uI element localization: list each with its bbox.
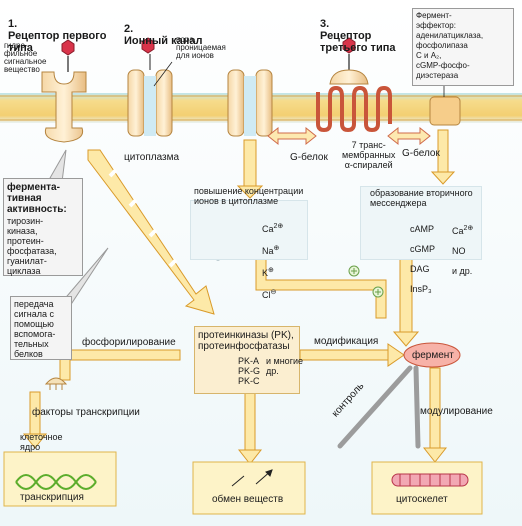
ion-increase-label: повышение концентрации ионов в цитоплазм… bbox=[194, 186, 304, 206]
receptor3-label: Рецептор третьего типа bbox=[320, 30, 396, 54]
metabolism-output-label: обмен веществ bbox=[212, 494, 284, 505]
ion-ca: Ca bbox=[262, 224, 274, 234]
transcription-factor-shape bbox=[44, 377, 68, 390]
channel-label: Ионный канал bbox=[124, 35, 203, 47]
plus-circle-icons bbox=[348, 265, 384, 298]
messenger-insp3: InsP₃ bbox=[410, 284, 432, 294]
transcription-output-label: транскрипция bbox=[20, 492, 84, 503]
messenger-list-right: Ca2⊕ NO и др. bbox=[452, 225, 474, 276]
output-boxes bbox=[3, 451, 483, 515]
effector-box bbox=[412, 8, 514, 86]
kinases-box bbox=[194, 326, 300, 394]
ions-list: Ca2⊕ Na⊕ K⊕ Cl⊖ bbox=[262, 223, 284, 300]
phosphorylation-label: фосфорилирование bbox=[82, 337, 176, 348]
adapter-label: передача сигнала с помощью вспомога- тел… bbox=[14, 299, 56, 359]
enzyme-activity-box bbox=[3, 178, 83, 276]
messenger-camp: cAMP bbox=[410, 224, 435, 234]
dna-icon bbox=[15, 474, 97, 490]
messenger-etc: и др. bbox=[452, 266, 473, 276]
g-protein-right-label: G-белок bbox=[402, 148, 440, 159]
messenger-no: NO bbox=[452, 246, 466, 256]
effector-label: Фермент- эффектор: аденилатциклаза, фосф… bbox=[416, 11, 484, 80]
kinases-list: PK-A PK-G PK-C bbox=[238, 356, 261, 386]
second-messenger-title: образование вторичного мессенджера bbox=[370, 188, 473, 208]
adapter-box bbox=[10, 296, 72, 360]
ions-panel bbox=[190, 200, 308, 260]
pore-label: пора, проницаемая для ионов bbox=[176, 35, 226, 60]
receptor1-number: 1. bbox=[8, 18, 18, 30]
modulation-label: модулирование bbox=[420, 406, 493, 417]
receptor1-label: Рецептор первого типа bbox=[8, 30, 107, 54]
receptor3-head bbox=[329, 69, 369, 85]
cytoskeleton-icon bbox=[391, 473, 469, 487]
ligand-label: гидро- фильное сигнальное вещество bbox=[4, 41, 47, 74]
receptor1-title: 1. Рецептор первого типа bbox=[8, 8, 106, 54]
seven-tm-label: 7 транс- мембранных α-спиралей bbox=[342, 140, 396, 170]
g-protein-left-label: G-белок bbox=[290, 152, 328, 163]
adapter-pointer bbox=[49, 149, 109, 314]
control-arrows bbox=[337, 365, 421, 449]
messenger-dag: DAG bbox=[410, 264, 430, 274]
modification-label: модификация bbox=[314, 336, 379, 347]
receptor-type1-shape bbox=[41, 71, 87, 143]
dashed-pathway bbox=[108, 168, 178, 268]
cytoskeleton-output-label: цитоскелет bbox=[396, 494, 448, 505]
cytoplasm-label: цитоплазма bbox=[124, 152, 180, 163]
receptor3-number: 3. bbox=[320, 18, 330, 30]
messenger-ca: Ca bbox=[452, 226, 464, 236]
enzyme-node bbox=[403, 342, 461, 368]
effector-enzyme-shape bbox=[429, 82, 461, 126]
ion-k: K bbox=[262, 268, 269, 278]
kinases-title: протеинкиназы (PK), протеинфосфатазы bbox=[198, 330, 294, 352]
channel-title: 2. Ионный канал bbox=[124, 13, 203, 47]
ion-channel-shape bbox=[127, 54, 273, 137]
enzyme-activity-list: тирозин- киназа, протеин- фосфатаза, гуа… bbox=[7, 216, 57, 276]
receptor3-title: 3. Рецептор третьего типа bbox=[320, 8, 395, 54]
channel-number: 2. bbox=[124, 23, 134, 35]
g-protein-arrows bbox=[267, 126, 431, 146]
enzyme-label: фермент bbox=[412, 350, 454, 361]
ion-cl: Cl bbox=[262, 290, 271, 300]
ion-na: Na bbox=[262, 246, 274, 256]
metabolism-icon bbox=[231, 469, 273, 487]
nucleus-label: клеточное ядро bbox=[20, 432, 63, 452]
kinases-more: и многие др. bbox=[266, 356, 304, 376]
messenger-list-left: cAMP cGMP DAG InsP₃ bbox=[410, 214, 435, 304]
transcription-factors-label: факторы транскрипции bbox=[32, 407, 140, 418]
enzyme-activity-title: фермента- тивная активность: bbox=[7, 182, 67, 215]
seven-transmembrane-receptor bbox=[316, 85, 392, 133]
messenger-cgmp: cGMP bbox=[410, 244, 436, 254]
pathway-arrows bbox=[22, 129, 456, 465]
second-messenger-panel bbox=[360, 186, 482, 260]
